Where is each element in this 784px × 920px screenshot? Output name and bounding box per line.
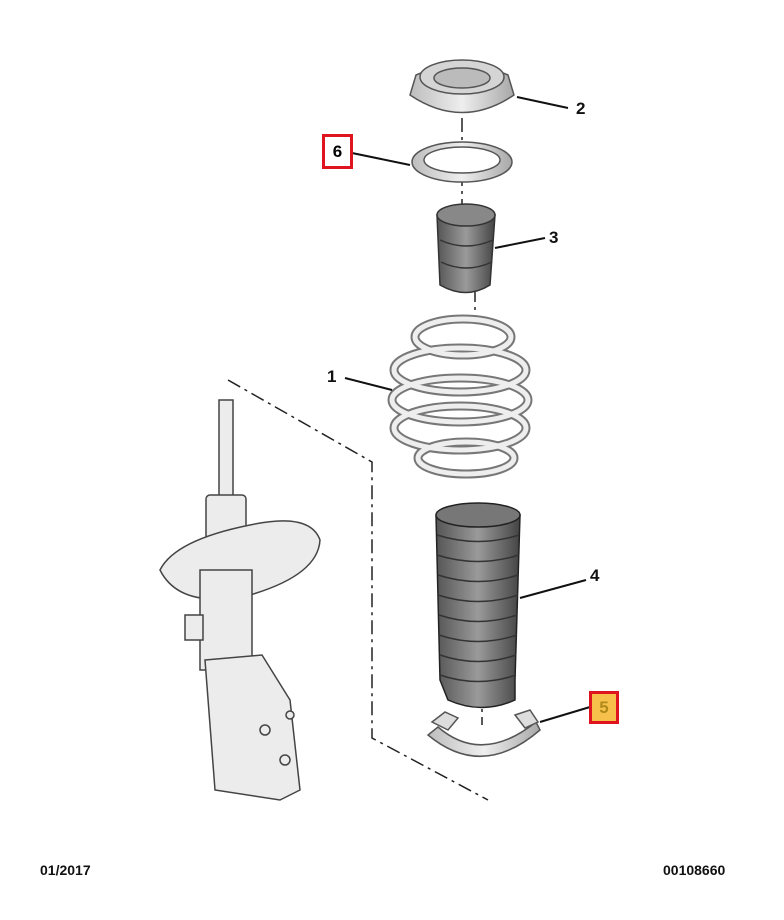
diagram-number: 00108660 <box>663 862 726 878</box>
callout-5-highlighted: 5 <box>589 691 619 724</box>
bump-stop-part-3 <box>436 203 496 294</box>
callout-1: 1 <box>327 367 337 386</box>
dust-boot-part-4 <box>435 502 521 709</box>
top-mount-part-2 <box>409 59 515 114</box>
callout-6-highlighted: 6 <box>322 134 353 169</box>
diagram-date: 01/2017 <box>40 862 91 878</box>
callout-4: 4 <box>590 566 600 585</box>
seat-ring-part-6 <box>411 141 513 183</box>
spring-seat-part-5 <box>426 709 541 757</box>
strut-assembly <box>159 399 321 801</box>
leader-lines <box>344 96 591 723</box>
callout-2: 2 <box>576 99 586 118</box>
callout-3: 3 <box>549 228 559 247</box>
